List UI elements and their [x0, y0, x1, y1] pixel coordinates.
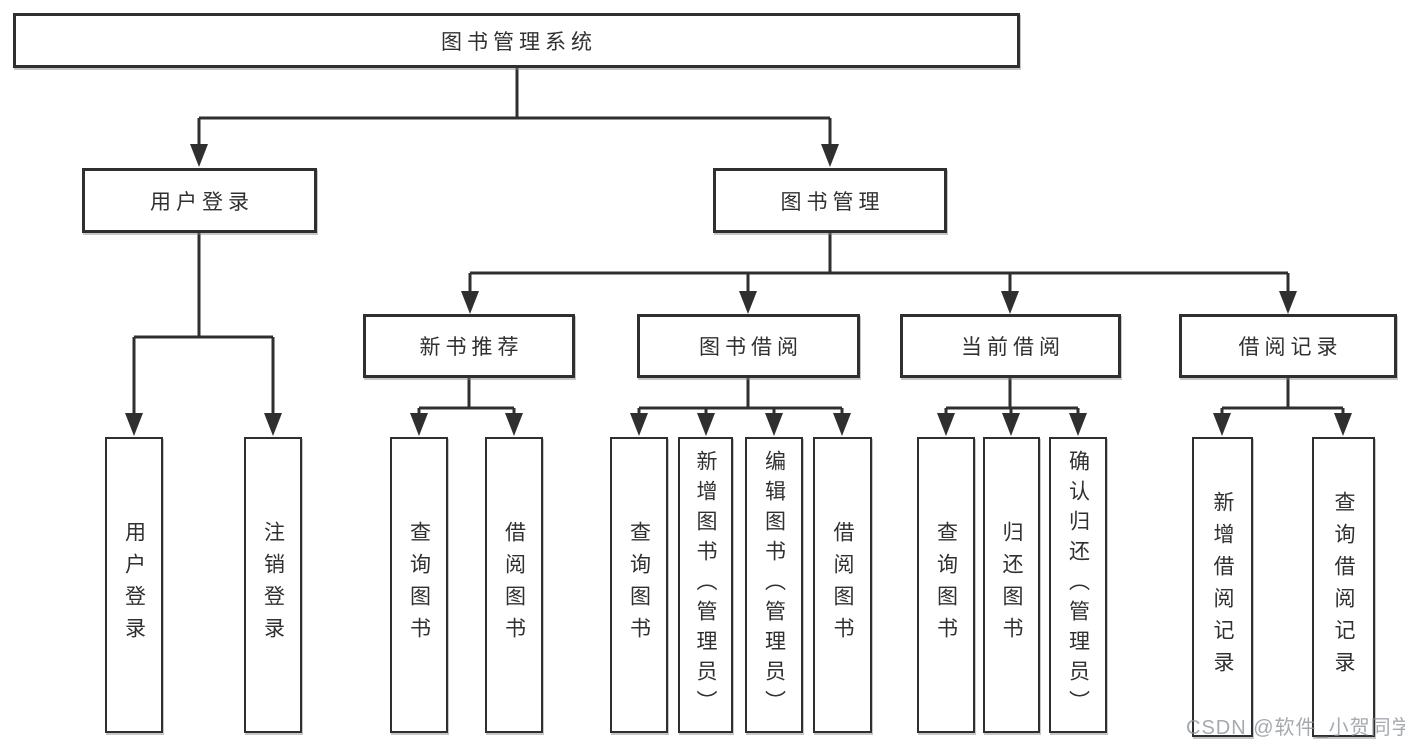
leaf-query-books-borrow-label: 查询图书 [627, 521, 651, 649]
node-borrow-records: 借阅记录 [1179, 314, 1397, 378]
leaf-borrow-books-recommend-label: 借阅图书 [502, 521, 526, 649]
leaf-query-books-recommend: 查询图书 [390, 437, 448, 733]
leaf-confirm-return-admin: 确认归还（管理员） [1049, 437, 1107, 733]
node-root: 图书管理系统 [13, 13, 1020, 68]
leaf-edit-book-admin: 编辑图书（管理员） [745, 437, 803, 733]
node-borrow-records-label: 借阅记录 [1238, 336, 1343, 359]
node-new-book-recommend: 新书推荐 [363, 314, 575, 378]
node-new-book-recommend-label: 新书推荐 [419, 336, 524, 359]
node-book-management-label: 图书管理 [780, 190, 885, 214]
leaf-user-login: 用户登录 [105, 437, 163, 733]
leaf-borrow-books: 借阅图书 [813, 437, 872, 733]
node-current-borrow-label: 当前借阅 [961, 336, 1065, 359]
connector-arrowheads [125, 144, 1352, 436]
leaf-query-books-current: 查询图书 [917, 437, 975, 733]
node-root-label: 图书管理系统 [441, 30, 597, 54]
leaf-add-book-admin: 新增图书（管理员） [678, 437, 733, 733]
leaf-borrow-books-recommend: 借阅图书 [485, 437, 543, 733]
leaf-return-book-label: 归还图书 [1000, 521, 1023, 649]
node-book-borrow: 图书借阅 [637, 314, 860, 378]
node-book-borrow-label: 图书借阅 [699, 336, 803, 359]
leaf-logout-label: 注销登录 [261, 521, 285, 649]
leaf-add-borrow-record-label: 新增借阅记录 [1211, 491, 1234, 683]
leaf-logout: 注销登录 [244, 437, 302, 733]
node-book-management: 图书管理 [713, 168, 947, 233]
leaf-user-login-label: 用户登录 [122, 521, 146, 649]
leaf-add-borrow-record: 新增借阅记录 [1192, 437, 1253, 737]
node-current-borrow: 当前借阅 [900, 314, 1121, 378]
leaf-borrow-books-label: 借阅图书 [831, 521, 854, 649]
leaf-query-borrow-record-label: 查询借阅记录 [1332, 491, 1355, 683]
node-user-login: 用户登录 [82, 168, 317, 233]
leaf-query-books-borrow: 查询图书 [610, 437, 668, 733]
leaf-query-borrow-record: 查询借阅记录 [1312, 437, 1375, 737]
leaf-edit-book-admin-label: 编辑图书（管理员） [762, 450, 786, 720]
leaf-confirm-return-admin-label: 确认归还（管理员） [1066, 450, 1090, 720]
node-user-login-label: 用户登录 [150, 190, 254, 214]
connector-paths [132, 68, 1345, 414]
leaf-query-books-recommend-label: 查询图书 [407, 521, 431, 649]
leaf-return-book: 归还图书 [983, 437, 1040, 733]
leaf-add-book-admin-label: 新增图书（管理员） [694, 450, 717, 720]
leaf-query-books-current-label: 查询图书 [934, 521, 958, 649]
